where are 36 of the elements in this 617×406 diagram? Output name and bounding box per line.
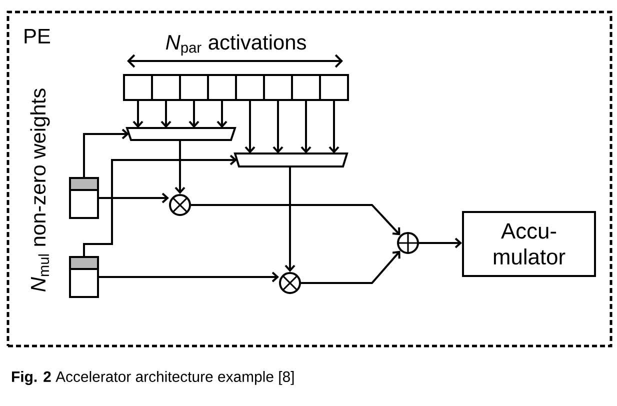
activation-cell: [123, 74, 153, 101]
arrow: [132, 101, 144, 128]
axis-label: N$_{mul}$ non-zero weights: [30, 88, 50, 292]
arrow: [99, 192, 169, 204]
arrow: [83, 128, 129, 177]
arrow: [244, 101, 256, 154]
activation-cell: [235, 74, 265, 101]
arrow: [99, 272, 279, 282]
arrow: [300, 101, 312, 154]
dashed-frame: [6, 10, 612, 348]
activation-cell: [263, 74, 293, 101]
multiplier-symbol: [169, 194, 191, 216]
activation-cell: [291, 74, 321, 101]
activation-cell: [179, 74, 209, 101]
arrow: [216, 101, 228, 128]
arrow: [272, 101, 284, 154]
accumulator-box: Accu- mulator: [462, 211, 596, 277]
weight-register: [69, 177, 99, 219]
arrow: [301, 250, 400, 284]
activation-cell: [207, 74, 237, 101]
frame-label: PE: [24, 29, 50, 44]
arrow: [419, 238, 462, 248]
arrow: [191, 204, 400, 236]
arrow: [174, 140, 186, 194]
dimension-label: N$_{par}$ activations: [166, 34, 306, 56]
arrow: [160, 101, 172, 128]
activation-cell: [151, 74, 181, 101]
arrow: [188, 101, 200, 128]
arrow: [83, 154, 237, 256]
weight-register: [69, 256, 99, 298]
adder-symbol: [397, 232, 419, 254]
arrow: [284, 166, 296, 272]
caption: Fig. 2 Accelerator architecture example [8]: [12, 371, 294, 385]
activation-cell: [319, 74, 349, 101]
multiplier-symbol: [279, 272, 301, 294]
arrow: [328, 101, 340, 154]
